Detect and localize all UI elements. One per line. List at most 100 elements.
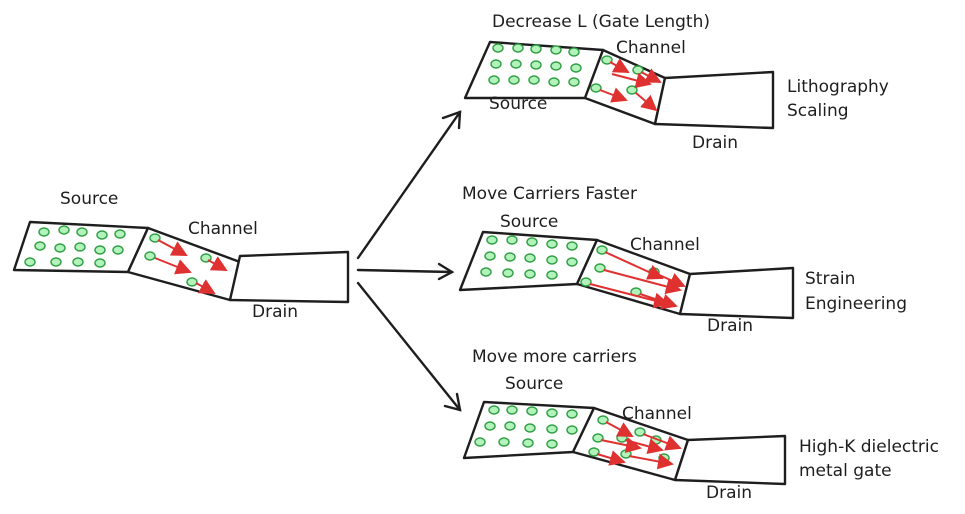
technique-line-1: Strain xyxy=(805,269,855,289)
carrier-dot xyxy=(58,225,70,235)
carrier-arrow xyxy=(605,421,634,437)
arrow-to-gate-length xyxy=(356,110,462,260)
source-carriers xyxy=(474,405,578,449)
technique-line-2: Scaling xyxy=(787,101,849,121)
carrier-dot xyxy=(546,239,558,249)
channel-label: Channel xyxy=(622,404,692,424)
channel-carriers xyxy=(588,415,682,470)
carrier-dot xyxy=(566,425,578,435)
source-carriers xyxy=(488,43,582,87)
carrier-dot xyxy=(480,267,492,277)
carrier-arrow xyxy=(642,433,682,451)
carrier-dot xyxy=(594,263,606,273)
carrier-dot xyxy=(498,437,510,447)
carrier-dot xyxy=(484,251,496,261)
carrier-dot xyxy=(76,227,88,237)
channel-carriers xyxy=(580,245,686,310)
carrier-dot xyxy=(504,421,516,431)
carrier-arrow xyxy=(207,256,228,271)
carrier-dot xyxy=(524,253,536,263)
carrier-dot xyxy=(588,447,600,457)
carrier-arrow xyxy=(604,251,664,280)
channel-label: Channel xyxy=(188,219,258,239)
carrier-dot xyxy=(38,227,50,237)
carrier-arrow xyxy=(596,450,626,466)
carrier-dot xyxy=(530,60,542,70)
carrier-dot xyxy=(186,277,198,287)
original-transistor: Source Channel Drain xyxy=(12,189,350,322)
carrier-dot xyxy=(94,245,106,255)
branch-heading: Move Carriers Faster xyxy=(462,184,637,204)
carrier-dot xyxy=(512,43,524,53)
channel-carriers xyxy=(590,55,662,112)
carrier-dot xyxy=(566,241,578,251)
carrier-dot xyxy=(580,277,592,287)
carrier-dot xyxy=(74,242,86,252)
carrier-dot xyxy=(484,421,496,431)
source-label: Source xyxy=(500,212,558,232)
carrier-dot xyxy=(504,252,516,262)
carrier-arrow xyxy=(603,269,682,295)
drain-region xyxy=(673,434,787,486)
technique-line-1: High-K dielectric xyxy=(799,437,939,457)
carrier-dot xyxy=(490,59,502,69)
carrier-dot xyxy=(568,47,580,57)
arrow-to-carrier-count xyxy=(356,281,462,412)
branch-carrier-count: Move more carriers xyxy=(462,347,939,503)
channel-label: Channel xyxy=(616,38,686,58)
carrier-dot xyxy=(658,453,670,463)
carrier-dot xyxy=(530,44,542,54)
carrier-dot xyxy=(568,77,580,87)
carrier-dot xyxy=(54,243,66,253)
carrier-dot xyxy=(506,405,518,415)
technique-line-2: Engineering xyxy=(805,294,907,314)
drain-label: Drain xyxy=(706,483,752,503)
carrier-dot xyxy=(50,257,62,267)
carrier-dot xyxy=(596,245,608,255)
carrier-dot xyxy=(550,61,562,71)
source-label: Source xyxy=(505,374,563,394)
carrier-arrow xyxy=(611,72,652,89)
carrier-dot xyxy=(566,257,578,267)
carrier-dot xyxy=(114,229,126,239)
carrier-dot xyxy=(488,405,500,415)
carrier-arrow xyxy=(639,293,678,310)
carrier-arrow xyxy=(600,437,642,454)
drain-region xyxy=(678,266,795,320)
branch-gate-length: Decrease L (Gate Length) xyxy=(463,12,889,153)
carrier-dot xyxy=(508,75,520,85)
source-carriers xyxy=(24,225,126,268)
carrier-arrow xyxy=(157,239,188,256)
carrier-dot xyxy=(488,75,500,85)
carrier-dot xyxy=(522,438,534,448)
carrier-dot xyxy=(112,245,124,255)
carrier-dot xyxy=(506,235,518,245)
carrier-arrow xyxy=(640,68,662,83)
carrier-dot xyxy=(546,255,558,265)
carrier-dot xyxy=(546,408,558,418)
carrier-dot xyxy=(492,43,504,53)
carrier-dot xyxy=(546,424,558,434)
branch-carrier-speed: Move Carriers Faster xyxy=(458,184,907,336)
carrier-dot xyxy=(590,83,602,93)
carrier-arrow xyxy=(195,279,216,294)
carrier-arrow xyxy=(589,283,670,309)
technique-line-1: Lithography xyxy=(787,77,889,97)
carrier-dot xyxy=(634,427,646,437)
carrier-dot xyxy=(528,75,540,85)
arrowhead xyxy=(441,110,462,130)
carrier-dot xyxy=(626,85,638,95)
carrier-dot xyxy=(526,237,538,247)
carrier-dot xyxy=(524,269,536,279)
carrier-dot xyxy=(149,233,161,243)
carrier-dot xyxy=(34,241,46,251)
drain-region xyxy=(653,70,775,130)
carrier-dot xyxy=(474,437,486,447)
channel-label: Channel xyxy=(630,235,700,255)
branch-heading: Move more carriers xyxy=(472,347,637,367)
carrier-arrow xyxy=(656,273,686,288)
carrier-arrow xyxy=(599,87,628,103)
source-label: Source xyxy=(489,94,547,114)
carrier-dot xyxy=(546,439,558,449)
carrier-dot xyxy=(592,433,604,443)
